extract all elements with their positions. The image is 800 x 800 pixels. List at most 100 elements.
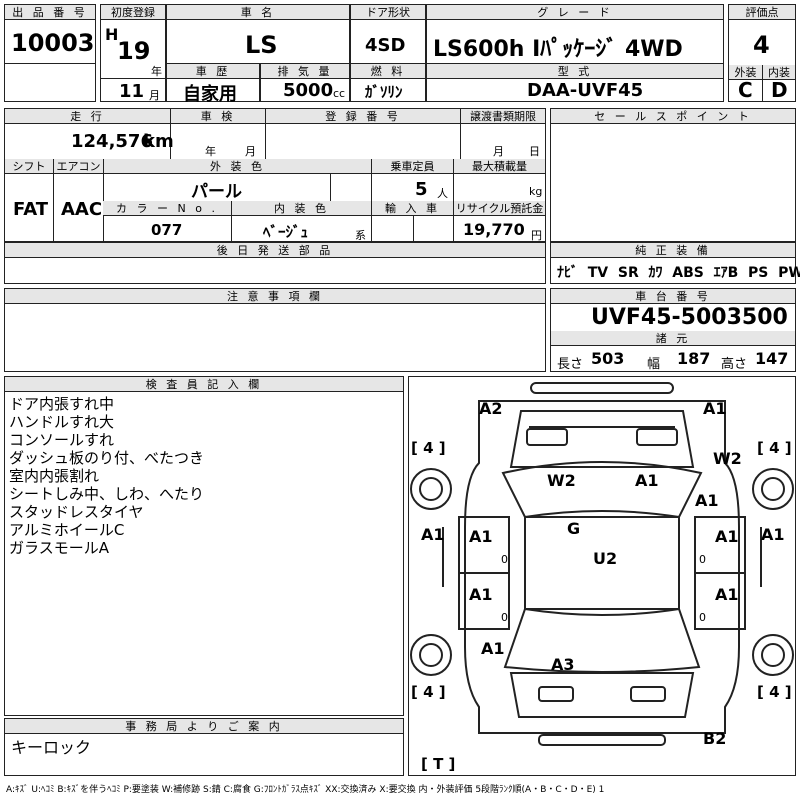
equipment-item: PS [748,265,769,281]
equipment-item: SR [617,265,639,281]
height-label: 高さ [721,357,748,372]
model-cell: 型 式 DAA-UVF45 [426,63,724,102]
displacement-label: 排 気 量 [261,64,349,79]
equipment-label: 純 正 装 備 [551,243,795,258]
exterior-color: パール [191,182,242,202]
grade-label: グ レ ー ド [427,5,723,20]
tire-rear-left: [ 4 ] [411,683,446,701]
door-label: ドア形状 [351,5,425,20]
damage-mark-left-rear-door: A1 [469,585,493,604]
inspector-note: スタッドレスタイヤ [9,503,144,521]
lot-number-label: 出 品 番 号 [5,5,95,20]
zero-mark: 0 [501,553,508,566]
fuel: ｶﾞｿﾘﾝ [365,83,403,101]
caution-label: 注 意 事 項 欄 [5,289,545,304]
damage-mark-front-right: A1 [703,399,727,418]
equipment-item: ABS [672,265,704,281]
model-code: DAA-UVF45 [527,80,644,101]
chassis-box: 車 台 番 号 UVF45-5003500 諸 元 長さ 503 幅 187 高… [550,288,796,372]
damage-mark-right-side: A1 [761,525,785,544]
legend: A:ｷｽﾞ U:ﾍｺﾐ B:ｷｽﾞを伴うﾍｺﾐ P:要塗装 W:補修跡 S:錆 … [6,785,605,795]
fuel-label: 燃 料 [351,64,425,79]
car-diagram-box: A2 A1 W2 A1 W2 A1 G A1 A1 A1 A1 U2 0 0 A… [408,376,796,776]
inspection-label: 車 検 [170,109,265,124]
inspector-note: 室内内張割れ [9,467,100,485]
recycle-unit: 円 [531,229,542,242]
damage-mark-left-quarter: A1 [481,639,505,658]
chassis-number: UVF45-5003500 [591,305,788,330]
office-box: 事 務 局 よ り ご 案 内 キーロック [4,718,404,776]
displacement-cell: 排 気 量 5000 cc [260,63,350,102]
interior-grade: D [771,78,788,102]
inspector-note: シートしみ中、しわ、へたり [9,485,205,503]
lot-number-cell: 出 品 番 号 10003 [4,4,96,102]
model-label: 型 式 [427,64,723,79]
equipment-item: ｶﾜ [648,265,663,281]
recycle-label: リサイクル預託金 [453,201,545,216]
damage-mark-windshield: W2 [547,471,576,490]
damage-mark-right-front-door: A1 [715,527,739,546]
width-label: 幅 [647,357,661,372]
shift-label: シフト [5,159,53,174]
mileage-unit: km [143,131,174,152]
registration-year: 19 [117,37,151,65]
history-label: 車 歴 [167,64,259,79]
width: 187 [677,349,711,368]
exterior-color-label: 外 装 色 [103,159,371,174]
sales-point-label: セ ー ル ス ポ イ ン ト [551,109,795,124]
door-cell: ドア形状 4SD [350,4,426,64]
damage-mark-front-glass-right: W2 [713,449,742,468]
equipment-item: PW [778,265,800,281]
recycle-fee: 19,770 [463,220,525,239]
grade-cell: グ レ ー ド LS600h Iﾊﾟｯｹｰｼﾞ 4WD [426,4,724,64]
equipment-list: ﾅﾋﾞ TV SR ｶﾜ ABS ｴｱB PS PW [557,262,800,282]
damage-mark-left-front-door: A1 [469,527,493,546]
month-unit: 月 [149,89,160,102]
shift: FAT [13,199,49,220]
max-load-label: 最大積載量 [453,159,545,174]
tire-rear-right: [ 4 ] [757,683,792,701]
caution-box: 注 意 事 項 欄 [4,288,546,372]
zero-mark: 0 [699,611,706,624]
car-name-cell: 車 名 LS [166,4,350,64]
registration-number-label: 登 録 番 号 [265,109,460,124]
office-note: キーロック [11,738,92,757]
equipment-item: TV [587,265,609,281]
equipment-item: ｴｱB [713,265,739,281]
car-name: LS [245,31,278,59]
length-label: 長さ [557,357,584,372]
car-diagram [410,382,794,769]
exterior-label: 外装 [729,65,762,80]
score-label: 評価点 [729,5,795,20]
spare-tire: [ T ] [421,755,456,773]
damage-mark-hood: A1 [635,471,659,490]
era: H [105,25,119,44]
later-parts-box: 後 日 発 送 部 品 [4,242,546,284]
office-label: 事 務 局 よ り ご 案 内 [5,719,403,734]
capacity-unit: 人 [437,187,448,200]
inspector-note: ダッシュ板のり付、べたつき [9,449,205,467]
spec-label: 諸 元 [551,331,795,346]
tire-front-left: [ 4 ] [411,439,446,457]
damage-mark-roof: U2 [593,549,618,568]
first-registration-label: 初度登録 [101,5,165,20]
mileage: 124,576 [71,131,153,152]
first-registration-cell: 初度登録 H 19 年 11 月 [100,4,166,102]
interior-color-label: 内 装 色 [231,201,371,216]
history-cell: 車 歴 自家用 [166,63,260,105]
damage-mark-right-fender: A1 [695,491,719,510]
inspection-month-unit: 月 [245,145,256,158]
capacity: 5 [415,179,428,200]
mileage-block: 走 行 車 検 登 録 番 号 譲渡書類期限 124,576 km 年 月 月 … [4,108,546,242]
score-cell: 評価点 4 外装 内装 C D [728,4,796,102]
displacement: 5000 [283,80,334,101]
ac: AAC [61,199,103,220]
transfer-deadline-label: 譲渡書類期限 [460,109,545,124]
damage-mark-rear-bumper: B2 [703,729,727,748]
inspector-box: 検 査 員 記 入 欄 ドア内張すれ中 ハンドルすれ大 コンソールすれ ダッシュ… [4,376,404,716]
interior-color: ﾍﾞｰｼﾞｭ [263,223,309,241]
lot-number: 10003 [11,29,95,57]
tire-front-right: [ 4 ] [757,439,792,457]
length: 503 [591,349,625,368]
grade: LS600h Iﾊﾟｯｹｰｼﾞ 4WD [433,37,683,62]
